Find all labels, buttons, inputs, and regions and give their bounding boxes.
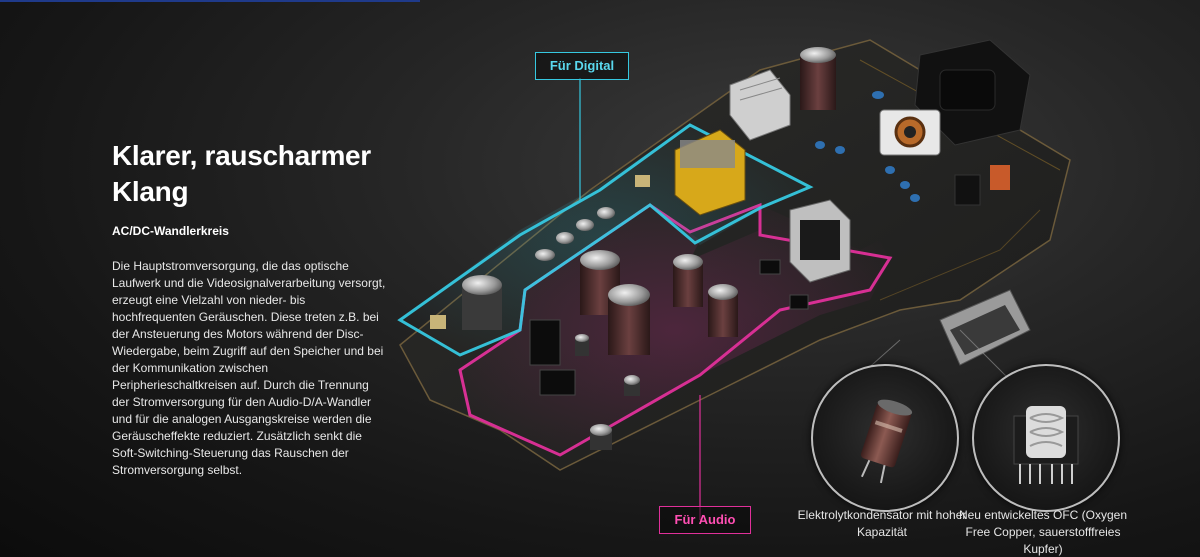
- digital-transformer: [674, 129, 746, 216]
- section-description: Die Hauptstromversorgung, die das optisc…: [112, 259, 386, 477]
- digital-capacitors: [430, 175, 650, 330]
- transformer-coil-icon: [1013, 406, 1079, 484]
- board-connector: [939, 289, 1031, 366]
- top-capacitor: [800, 47, 836, 110]
- top-accent-bar: [0, 0, 420, 2]
- heatsink: [729, 69, 791, 141]
- audio-ics: [529, 259, 809, 396]
- audio-callout-label: Für Audio: [659, 506, 751, 534]
- ofc-caption: Neu entwickeltes OFC (Oxygen Free Copper…: [958, 508, 1128, 556]
- capacitor-caption: Elektrolytkondensator mit hoher Kapazitä…: [797, 508, 967, 539]
- ofc-coil-detail-zoom: [972, 364, 1120, 512]
- digital-callout-label: Für Digital: [535, 52, 629, 80]
- capacitor-detail-zoom: [811, 364, 959, 512]
- orange-component: [990, 165, 1010, 190]
- ac-inlet: [914, 39, 1031, 146]
- capacitor-icon: [860, 399, 913, 484]
- filter-coil: [879, 109, 941, 156]
- audio-transformer: [789, 199, 851, 283]
- audio-capacitors: [575, 250, 738, 450]
- digital-zone-outline: [397, 123, 814, 357]
- section-subtitle: AC/DC-Wandlerkreis: [112, 224, 229, 238]
- section-title: Klarer, rauscharmer Klang: [112, 140, 371, 207]
